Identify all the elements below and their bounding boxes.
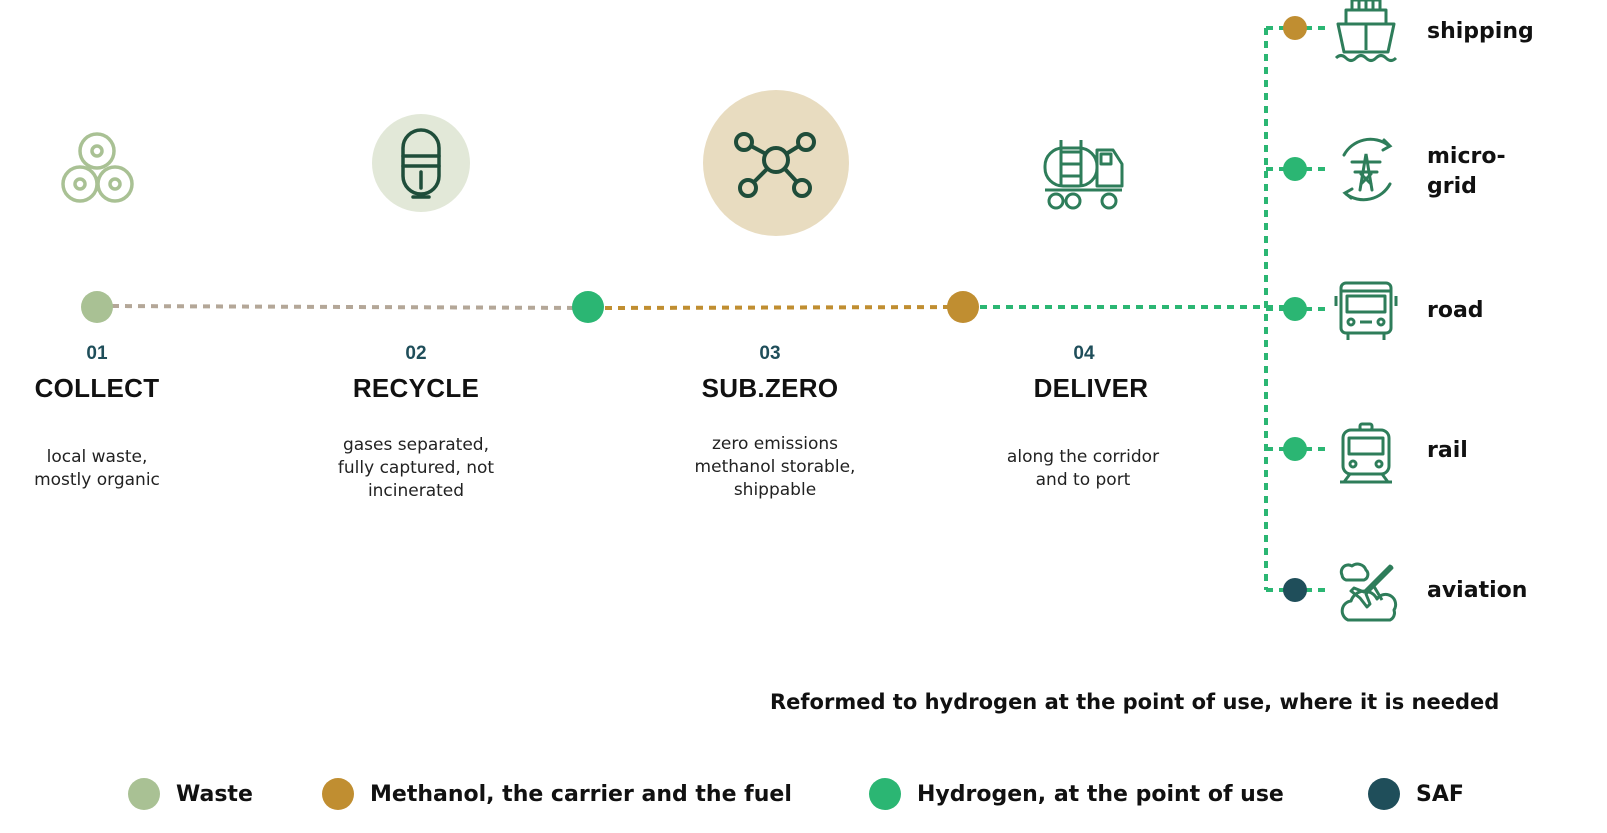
step-node-subzero <box>947 291 979 323</box>
step-number-deliver: 04 <box>1073 343 1095 364</box>
step-node-recycle <box>572 291 604 323</box>
bus-icon <box>1334 281 1398 340</box>
legend-swatch-waste <box>128 778 160 810</box>
legend-item-hydrogen: Hydrogen, at the point of use <box>869 778 1284 810</box>
legend-item-saf: SAF <box>1368 778 1464 810</box>
step-description-collect: local waste,mostly organic <box>34 447 160 490</box>
methanol-flow-line <box>604 305 964 310</box>
destination-node-aviation <box>1283 578 1307 602</box>
destination-label-road: road <box>1427 298 1484 323</box>
tanker-truck-icon <box>1043 140 1124 210</box>
legend-label-waste: Waste <box>176 781 253 807</box>
step-number-subzero: 03 <box>759 343 781 364</box>
power-tower-icon <box>1342 137 1393 202</box>
train-icon <box>1340 422 1392 484</box>
waste-flow-line <box>111 304 589 310</box>
legend-item-methanol: Methanol, the carrier and the fuel <box>322 778 792 810</box>
destination-node-microgrid <box>1283 157 1307 181</box>
step-title-deliver: DELIVER <box>1033 373 1149 403</box>
step-title-collect: COLLECT <box>34 373 160 403</box>
airplane-icon <box>1339 562 1398 622</box>
destination-label-shipping: shipping <box>1427 19 1534 44</box>
legend-label-methanol: Methanol, the carrier and the fuel <box>370 781 792 807</box>
bales-icon <box>61 132 134 203</box>
legend-swatch-hydrogen <box>869 778 901 810</box>
ship-icon <box>1334 0 1398 62</box>
destination-label-microgrid: micro-grid <box>1427 144 1506 199</box>
subzero-icon-background <box>703 90 849 236</box>
legend-label-saf: SAF <box>1416 781 1464 807</box>
step-title-subzero: SUB.ZERO <box>701 373 839 403</box>
gas-tank-icon <box>401 128 441 199</box>
destination-label-aviation: aviation <box>1427 578 1528 603</box>
destination-label-rail: rail <box>1427 438 1468 463</box>
destination-node-shipping <box>1283 16 1307 40</box>
legend-label-hydrogen: Hydrogen, at the point of use <box>917 781 1284 807</box>
legend-swatch-methanol <box>322 778 354 810</box>
destination-node-rail <box>1283 437 1307 461</box>
legend-item-waste: Waste <box>128 778 253 810</box>
step-node-collect <box>81 291 113 323</box>
destination-node-road <box>1283 297 1307 321</box>
step-number-recycle: 02 <box>405 343 427 364</box>
step-number-collect: 01 <box>86 343 108 364</box>
molecule-icon <box>734 132 816 198</box>
point-of-use-caption: Reformed to hydrogen at the point of use… <box>770 690 1500 714</box>
recycle-icon-background <box>372 114 470 212</box>
legend-swatch-saf <box>1368 778 1400 810</box>
step-title-recycle: RECYCLE <box>352 373 480 403</box>
